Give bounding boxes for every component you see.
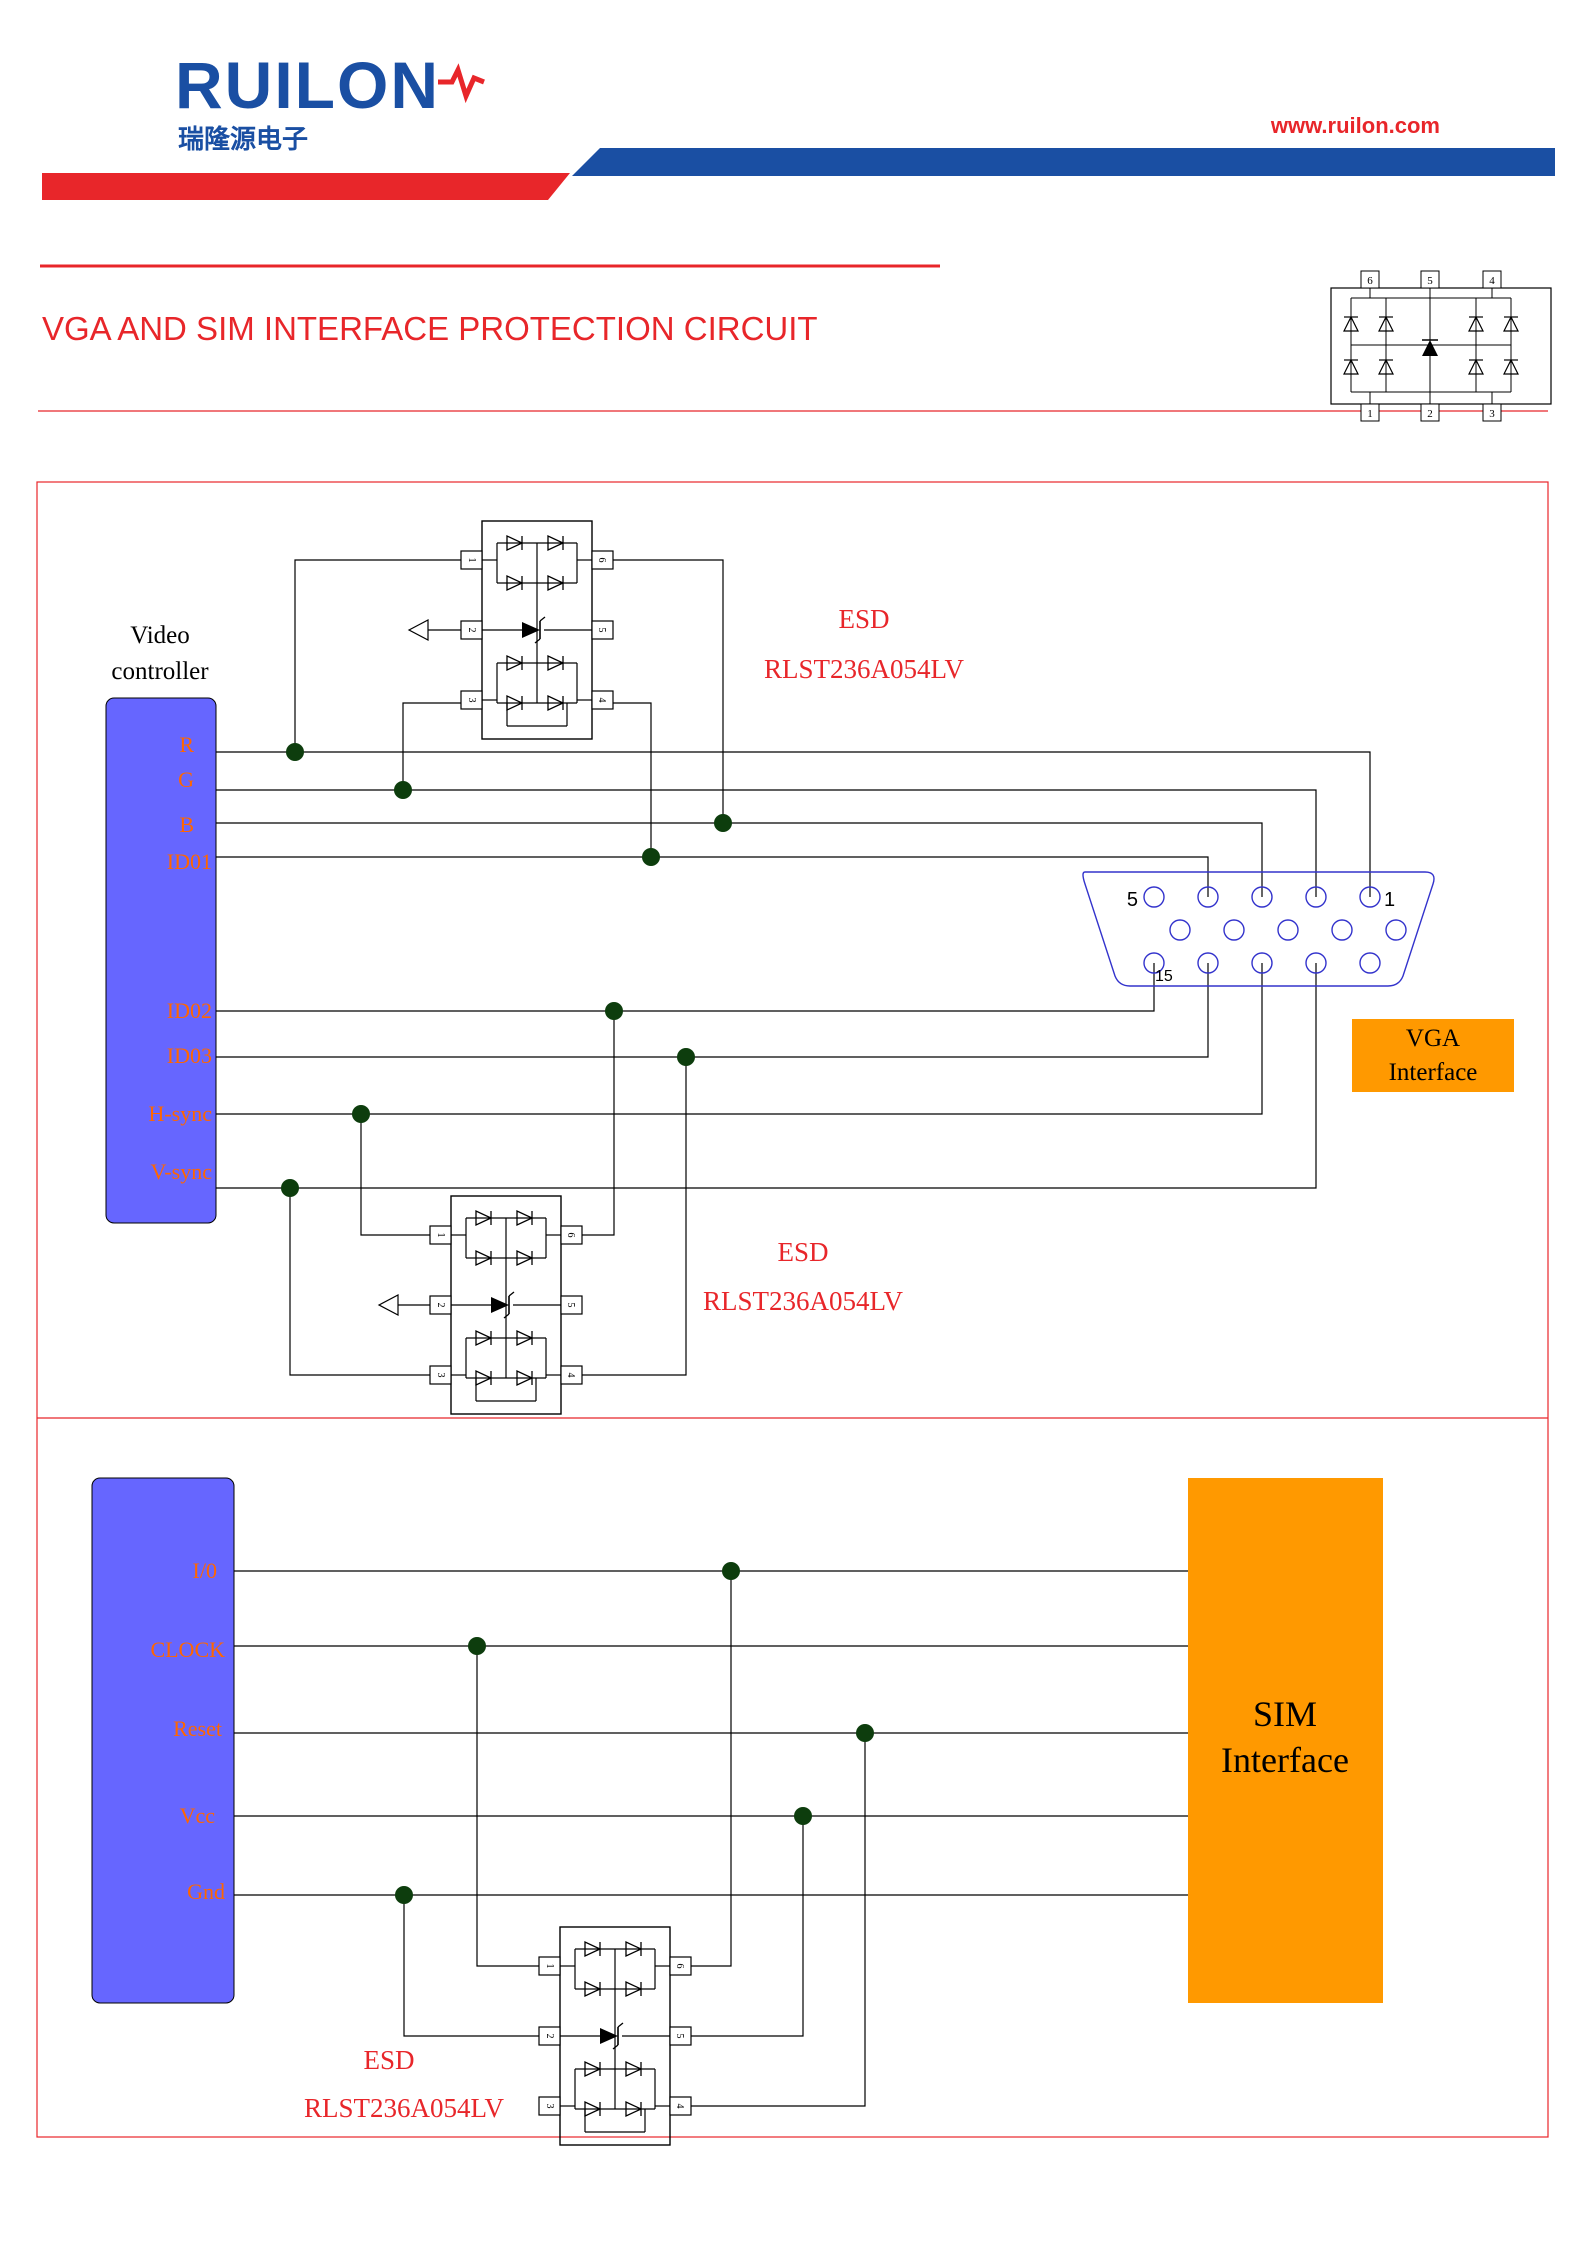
junction-node [605,1002,623,1020]
ground-symbol [407,619,429,641]
pin-label-io: I/0 [193,1558,217,1583]
page-title: VGA AND SIM INTERFACE PROTECTION CIRCUIT [42,310,818,347]
sim-controller-block [91,1477,235,2004]
logo-pulse-icon [438,63,485,104]
junction-node [281,1179,299,1197]
sim-junctions [395,1562,874,1904]
connector-pin-5-label: 5 [1127,889,1138,911]
video-controller-block [105,697,217,1224]
pin-label-r: R [179,732,194,757]
svg-text:6: 6 [1367,275,1373,287]
junction-node [286,743,304,761]
junction-node [394,781,412,799]
vga-interface-label-2: Interface [1389,1059,1478,1086]
ground-symbol [377,1294,399,1316]
svg-text:4: 4 [1489,275,1495,287]
connector-pin-15-label: 15 [1155,968,1173,985]
svg-text:1: 1 [1367,408,1373,420]
sim-interface-label-1: SIM [1253,1694,1317,1734]
header-band-red [42,173,570,200]
junction-node [677,1048,695,1066]
pin-label-vcc: Vcc [180,1803,216,1828]
sim-pin-labels: I/0 CLOCK Reset Vcc Gnd [150,1558,225,1904]
controller-label-2: controller [111,658,209,685]
esd-label-bottom: ESD [777,1237,828,1267]
vga-junctions [281,743,732,1197]
pin-label-b: B [179,812,194,837]
svg-text:2: 2 [1427,408,1433,420]
package-diagram: 6 5 4 1 2 3 [1330,270,1552,422]
pin-label-id02: ID02 [167,998,212,1023]
sim-interface-label-2: Interface [1221,1740,1349,1780]
vga-wires [216,559,1371,1376]
junction-node [856,1724,874,1742]
vga-interface-block [1352,1019,1514,1092]
junction-node [794,1807,812,1825]
esd-chip-vga-bottom [430,1196,582,1414]
pin-label-g: G [178,767,194,792]
website-url[interactable]: www.ruilon.com [1270,113,1440,138]
sim-interface-block [1188,1478,1383,2003]
pin-label-clock: CLOCK [150,1637,225,1662]
esd-chip-vga-top [461,521,613,739]
ruilon-logo: RUILON 瑞隆源电子 [175,48,485,155]
pin-label-v-sync: V-sync [150,1159,212,1184]
esd-label-sim: ESD [363,2045,414,2075]
vga-pin-labels: R G B ID01 ID02 ID03 H-sync V-sync [148,732,212,1184]
esd-part-bottom: RLST236A054LV [703,1286,904,1316]
vga-interface-label-1: VGA [1406,1025,1460,1052]
logo-subtitle: 瑞隆源电子 [178,125,308,155]
svg-text:5: 5 [1427,275,1433,287]
junction-node [722,1562,740,1580]
logo-text: RUILON [175,48,440,122]
pin-label-reset: Reset [173,1716,222,1741]
esd-chip-sim [539,1927,691,2145]
pin-label-gnd: Gnd [187,1879,225,1904]
junction-node [352,1105,370,1123]
sim-wires [234,1570,1188,2107]
controller-label-1: Video [130,622,190,649]
sim-section: I/0 CLOCK Reset Vcc Gnd SIM Interface [91,1477,1383,2145]
junction-node [642,848,660,866]
junction-node [714,814,732,832]
junction-node [395,1886,413,1904]
esd-part-top: RLST236A054LV [764,654,965,684]
connector-pin-1-label: 1 [1384,889,1395,911]
header-band-blue [572,148,1555,176]
junction-node [468,1637,486,1655]
vga-db15-connector: 5 1 15 [1082,871,1435,987]
vga-section: Video controller R G B ID01 ID02 ID03 H-… [105,521,1514,1414]
svg-text:3: 3 [1489,408,1495,420]
pin-label-h-sync: H-sync [148,1101,212,1126]
pin-label-id01: ID01 [167,849,212,874]
pin-label-id03: ID03 [167,1043,212,1068]
esd-part-sim: RLST236A054LV [304,2093,505,2123]
circuit-frame [36,481,1549,2138]
esd-label-top: ESD [838,604,889,634]
header: RUILON 瑞隆源电子 www.ruilon.com [42,48,1555,200]
